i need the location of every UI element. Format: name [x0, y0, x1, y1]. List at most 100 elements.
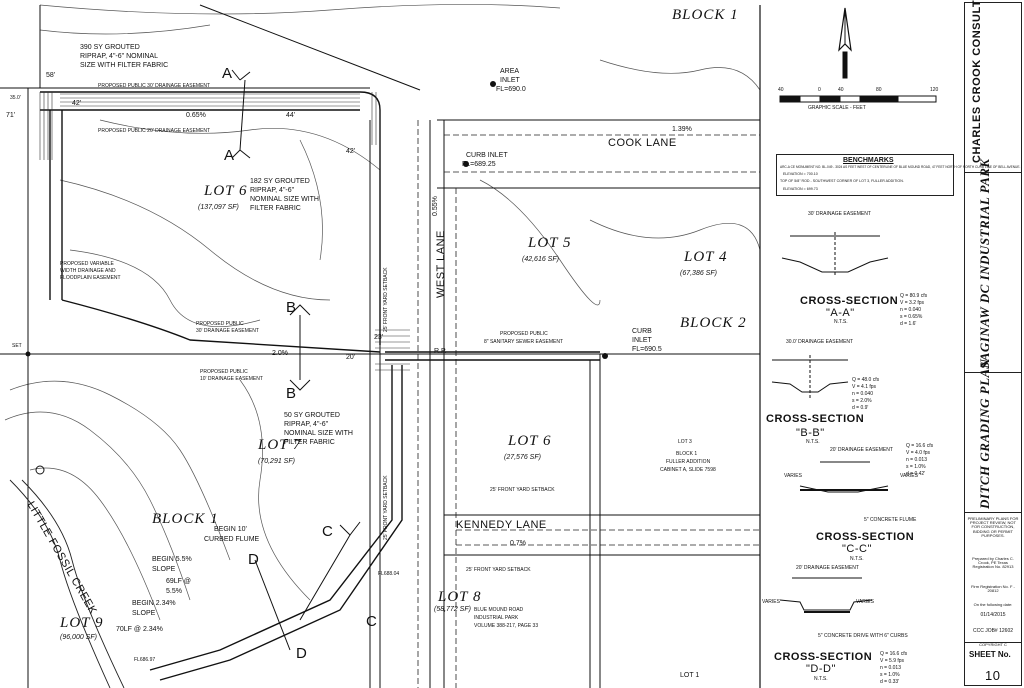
area-inlet-note-1: AREA [500, 68, 520, 75]
setback-label-a: 25' FRONT YARD SETBACK [490, 487, 555, 493]
property-lines [0, 4, 761, 688]
xs-dd-sub: "D-D" [806, 663, 836, 675]
kennedy-lane-label: KENNEDY LANE [456, 519, 547, 531]
riprap-50-note-2: RIPRAP, 4"-6" [284, 421, 329, 428]
lot-9-label: LOT 9 [60, 615, 104, 631]
area-inlet-note-3: FL=690.0 [496, 86, 526, 93]
dim-20: 20' [346, 354, 356, 361]
riprap-390-note-3: SIZE WITH FILTER FABRIC [80, 62, 169, 69]
lot-6-label: LOT 6 [204, 183, 248, 199]
curb-inlet-1-fl: FL=689.25 [462, 161, 496, 168]
xs-bb-easement: 30.0' DRAINAGE EASEMENT [786, 339, 854, 345]
block-1-label: BLOCK 1 [672, 7, 739, 23]
north-arrow [838, 7, 852, 79]
drawing-cell: DITCH GRADING PLAN [965, 358, 1021, 513]
dim-35: 35.0' [10, 95, 21, 101]
scale-tick-3: 80 [876, 87, 882, 93]
easement-mid-note-1: PROPOSED PUBLIC [196, 321, 244, 327]
dim-42: 42' [72, 100, 82, 107]
lot-6-area: (137,097 SF) [198, 204, 239, 211]
xs-cc-nts: N.T.S. [850, 556, 864, 562]
xs-dd-varies-left: VARIES [762, 599, 780, 605]
easement-top-note: PROPOSED PUBLIC 30' DRAINAGE EASEMENT [98, 83, 211, 89]
benchmarks-box: BENCHMARKS ARC-A CE MONUMENT NO. BL-049 … [776, 154, 1020, 196]
floodplain-note-1: PROPOSED VARIABLE [60, 261, 114, 267]
xs-aa-s: s = 0.65% [900, 314, 923, 320]
blue-mound-note-2: INDUSTRIAL PARK [474, 615, 519, 621]
section-c-top: C [322, 523, 334, 540]
sheet-number: 10 [985, 668, 1001, 683]
xs-cc-flume: 5" CONCRETE FLUME [864, 517, 917, 523]
xs-aa-title: CROSS-SECTION [800, 295, 899, 307]
easement-10-note-2: 10' DRAINAGE EASEMENT [200, 376, 263, 382]
sheet-no-label: SHEET No. [969, 650, 1011, 659]
lot-8-label: LOT 8 [438, 589, 482, 605]
lot-7-label: LOT 7 [258, 437, 302, 453]
easement-mid-note-2: 30' DRAINAGE EASEMENT [196, 328, 259, 334]
pct-20: 2.0% [272, 350, 288, 357]
issue-date: 01/14/2015 [980, 612, 1006, 618]
lot-7-area: (70,291 SF) [258, 458, 295, 465]
section-b-bottom: B [286, 385, 298, 402]
dim-71: 71' [6, 112, 16, 119]
title-block: CHARLES CROOK CONSULTING, INC. SAGINAW D… [964, 0, 1022, 686]
blue-mound-note-3: VOLUME 388-217, PAGE 33 [474, 623, 539, 629]
riprap-50-note-4: FILTER FABRIC [284, 439, 335, 446]
section-c-bottom: C [366, 613, 378, 630]
xs-aa-q: Q = 80.9 cfs [900, 293, 928, 299]
riprap-182-note-2: RIPRAP, 4"-6" [250, 187, 295, 194]
dim-23: 23' [374, 334, 384, 341]
xs-aa-n: n = 0.040 [900, 307, 921, 313]
easement-10-note-1: PROPOSED PUBLIC [200, 369, 248, 375]
riprap-hatch [39, 92, 410, 371]
prepared-by: Prepared by Charles C. Crook, PE Texas R… [972, 556, 1014, 570]
road-outlines [417, 120, 760, 688]
xs-dd-d: d = 0.33' [880, 679, 900, 685]
fuller-note-3: FULLER ADDITION [666, 459, 711, 465]
section-b-top: B [286, 299, 298, 316]
graphic-scale [779, 95, 937, 103]
benchmark-1: ARC-A CE MONUMENT NO. BL-049 - 3024 AS F… [780, 165, 1021, 169]
setback-label-c: 25' FRONT YARD SETBACK [383, 267, 389, 332]
firm-registration: Firm Registration No. F - 20812 [971, 584, 1015, 594]
xs-aa-sub: "A-A" [826, 307, 855, 319]
scale-label: GRAPHIC SCALE - FEET [808, 105, 866, 111]
xs-cc-q: Q = 16.6 cfs [906, 443, 934, 449]
xs-dd-nts: N.T.S. [814, 676, 828, 682]
set-label: SET [12, 343, 22, 349]
pct-139: 1.39% [672, 126, 692, 133]
dim-42b: 42' [346, 148, 356, 155]
info-cell: PRELIMINARY PLANS FOR PROJECT REVIEW, NO… [965, 513, 1021, 643]
floodplain-note-3: FLOODPLAIN EASEMENT [60, 275, 121, 281]
lot-8-area: (58,772 SF) [434, 606, 471, 613]
scale-tick-2: 40 [838, 87, 844, 93]
xs-dd-drive: 5" CONCRETE DRIVE WITH 6" CURBS [818, 633, 908, 639]
xs-dd-n: n = 0.013 [880, 665, 901, 671]
cross-section-bb-sketch [771, 355, 849, 398]
inlet-markers [25, 81, 608, 475]
xs-dd-easement: 20' DRAINAGE EASEMENT [796, 565, 859, 571]
pct-065: 0.65% [186, 112, 206, 119]
lot-9-area: (96,000 SF) [60, 634, 97, 641]
xs-aa-easement: 30' DRAINAGE EASEMENT [808, 211, 871, 217]
xs-bb-s: s = 2.0% [852, 398, 872, 404]
cross-section-dd-sketch [779, 577, 873, 613]
benchmark-1-elev: ELEVATION = 700.10 [783, 172, 818, 176]
dim-44: 44' [286, 112, 296, 119]
xs-cc-varies-right: VARIES [900, 473, 918, 479]
cross-section-cc-sketch [799, 461, 889, 493]
pct-055: 0.55% [432, 196, 439, 216]
riprap-390-note-2: RIPRAP, 4"-6" NOMINAL [80, 53, 158, 60]
easement-top2-note: PROPOSED PUBLIC 20' DRAINAGE EASEMENT [98, 128, 211, 134]
section-d-top: D [248, 551, 260, 568]
xs-cc-varies-left: VARIES [784, 473, 802, 479]
firm-cell: CHARLES CROOK CONSULTING, INC. [965, 0, 1021, 173]
slope1-note-3: 69LF @ [166, 578, 192, 585]
fuller-note-1: LOT 3 [678, 439, 692, 445]
drawing-name: DITCH GRADING PLAN [977, 358, 992, 509]
xs-cc-d: d = 0.42' [906, 471, 926, 477]
area-inlet-note-2: INLET [500, 77, 520, 84]
riprap-182-note-1: 182 SY GROUTED [250, 178, 310, 185]
block-2-label: BLOCK 2 [680, 315, 747, 331]
